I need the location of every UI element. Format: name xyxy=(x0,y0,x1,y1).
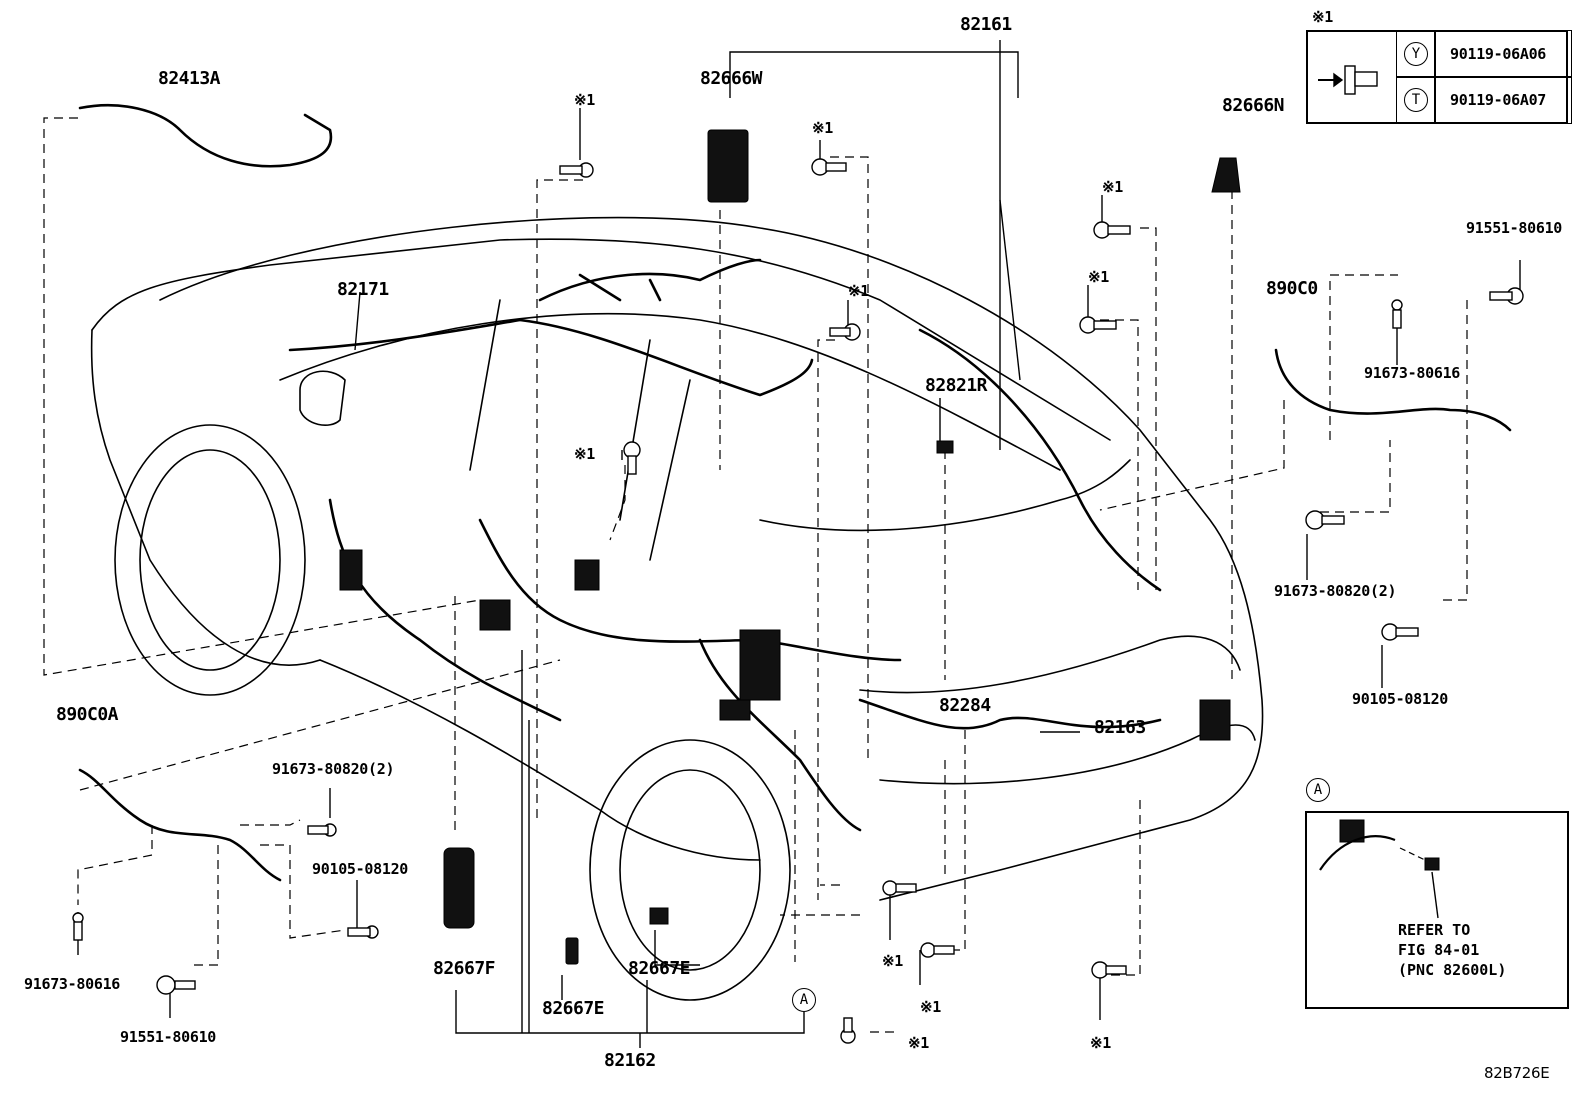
bolt-icon xyxy=(307,823,337,837)
component-82666N xyxy=(1211,157,1241,193)
harness-82171 xyxy=(288,318,814,397)
component-82666W xyxy=(707,129,749,203)
detail-a-box xyxy=(1305,811,1569,1009)
note-marker: ※1 xyxy=(920,998,941,1016)
label-82667E-bottom: 82667E xyxy=(542,998,605,1019)
legend-header: ※1 xyxy=(1312,8,1333,26)
vehicle-rear-window xyxy=(759,459,1131,532)
label-82666N: 82666N xyxy=(1222,95,1285,116)
harness-tailgate xyxy=(918,328,1162,592)
label-91551-80610-right: 91551-80610 xyxy=(1466,219,1563,237)
harness-center xyxy=(698,638,862,832)
bolt-icon xyxy=(811,158,847,176)
bolt-icon xyxy=(623,441,641,475)
bolt-icon xyxy=(829,323,861,341)
rear-wheel xyxy=(619,769,761,971)
harness-floor-main xyxy=(478,518,902,662)
label-82821R: 82821R xyxy=(925,375,988,396)
component-82667F xyxy=(443,847,475,929)
bolt-icon xyxy=(920,942,955,958)
detail-refer-line2: FIG 84-01 xyxy=(1398,941,1480,959)
note-marker: ※1 xyxy=(1090,1034,1111,1052)
bolt-icon xyxy=(840,1017,856,1044)
label-890C0A: 890C0A xyxy=(56,704,119,725)
label-82667E: 82667E xyxy=(628,958,691,979)
label-91673-80616-right: 91673-80616 xyxy=(1364,364,1461,382)
fastener-legend: Y T 90119-06A06 90119-06A07 xyxy=(1306,30,1572,124)
label-90105-08120-right: 90105-08120 xyxy=(1352,690,1449,708)
side-mirror xyxy=(299,370,346,426)
detail-refer-line1: REFER TO xyxy=(1398,921,1471,939)
component-junction-block xyxy=(739,629,781,701)
bolt-icon xyxy=(882,880,917,896)
harness-82413A xyxy=(78,104,333,168)
detail-a-marker: A xyxy=(1306,778,1330,802)
label-82667F: 82667F xyxy=(433,958,496,979)
note-marker: ※1 xyxy=(574,91,595,109)
note-marker: ※1 xyxy=(1088,268,1109,286)
legend-y-symbol: Y xyxy=(1404,42,1428,66)
note-marker: ※1 xyxy=(574,445,595,463)
bolt-icon xyxy=(156,975,196,995)
label-90105-08120-left: 90105-08120 xyxy=(312,860,409,878)
label-91551-80610-left: 91551-80610 xyxy=(120,1028,217,1046)
harness-890C0 xyxy=(1274,348,1512,432)
note-marker: ※1 xyxy=(812,119,833,137)
bolt-icon xyxy=(1093,221,1131,239)
label-91673-80820-right: 91673-80820(2) xyxy=(1274,582,1397,600)
bolt-icon xyxy=(347,925,379,939)
vehicle-roof-outline xyxy=(159,216,1264,901)
note-marker: ※1 xyxy=(908,1034,929,1052)
reference-a-marker: A xyxy=(792,988,816,1012)
bolt-icon xyxy=(1305,510,1345,530)
label-82171: 82171 xyxy=(337,279,389,300)
note-marker: ※1 xyxy=(882,952,903,970)
vehicle-side-outline xyxy=(91,238,1111,441)
label-82163: 82163 xyxy=(1094,717,1146,738)
legend-part-90119-06A07: 90119-06A07 xyxy=(1450,91,1547,109)
label-91673-80820-left: 91673-80820(2) xyxy=(272,760,395,778)
label-82666W: 82666W xyxy=(700,68,763,89)
harness-roof xyxy=(538,258,762,302)
bolt-icon xyxy=(1079,316,1117,334)
bolt-icon xyxy=(1489,287,1524,305)
vehicle-hood xyxy=(90,329,321,666)
label-82413A: 82413A xyxy=(158,68,221,89)
harness-rear xyxy=(858,698,1162,730)
bolt-icon xyxy=(1391,299,1403,329)
figure-code: 82B726E xyxy=(1484,1064,1550,1082)
harness-890C0A xyxy=(78,768,282,882)
harness-floor-left xyxy=(328,498,562,722)
vehicle-tailgate xyxy=(859,635,1241,694)
bolt-icon xyxy=(1381,623,1419,641)
vehicle-bumper xyxy=(879,724,1256,785)
component-82667E xyxy=(649,907,669,925)
note-marker: ※1 xyxy=(1102,178,1123,196)
label-82161: 82161 xyxy=(960,14,1012,35)
label-91673-80616-left: 91673-80616 xyxy=(24,975,121,993)
component-82821R xyxy=(936,440,954,454)
front-wheel xyxy=(139,449,281,671)
label-82162: 82162 xyxy=(604,1050,656,1071)
component-82667E-small xyxy=(565,937,579,965)
bolt-icon xyxy=(1091,961,1127,979)
detail-refer-line3: (PNC 82600L) xyxy=(1398,961,1507,979)
legend-t-symbol: T xyxy=(1404,88,1428,112)
label-890C0: 890C0 xyxy=(1266,278,1318,299)
label-82284: 82284 xyxy=(939,695,991,716)
note-marker: ※1 xyxy=(848,282,869,300)
vehicle-lower-sill xyxy=(319,659,761,861)
bolt-icon xyxy=(559,162,594,178)
vehicle-pillar xyxy=(469,299,691,561)
bolt-icon xyxy=(72,912,84,941)
legend-part-90119-06A06: 90119-06A06 xyxy=(1450,45,1547,63)
